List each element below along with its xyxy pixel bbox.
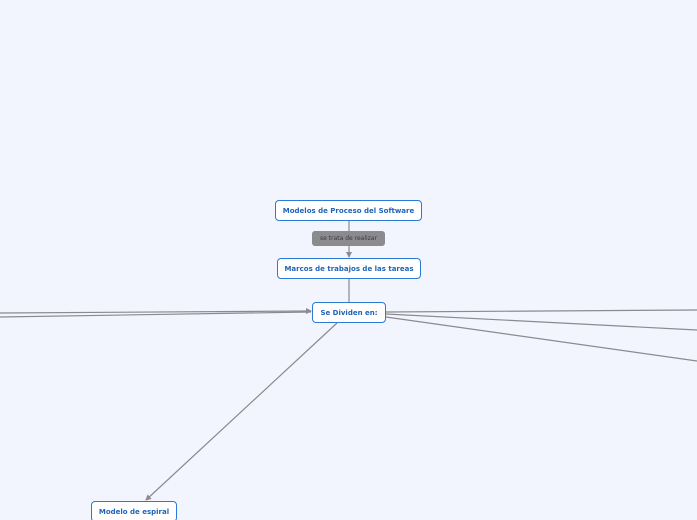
connector-dividen-espiral xyxy=(145,322,338,501)
connector-left-2 xyxy=(0,311,312,318)
node-modelo-espiral[interactable]: Modelo de espiral xyxy=(91,501,177,520)
connector-left-1 xyxy=(0,308,312,315)
node-dividen-text: Se Dividen en: xyxy=(320,308,378,317)
node-root-text: Modelos de Proceso del Software xyxy=(282,206,415,215)
node-root-modelos-proceso-software[interactable]: Modelos de Proceso del Software xyxy=(275,200,422,221)
connector-right-1 xyxy=(385,309,697,313)
node-espiral-text: Modelo de espiral xyxy=(98,507,170,516)
node-marcos-trabajos-tareas[interactable]: Marcos de trabajos de las tareas xyxy=(277,258,421,279)
node-se-dividen-en[interactable]: Se Dividen en: xyxy=(312,302,386,323)
connector-right-2 xyxy=(385,313,697,331)
link-label-se-trata-de-realizar[interactable]: se trata de realizar xyxy=(312,231,385,246)
node-marcos-text: Marcos de trabajos de las tareas xyxy=(284,264,414,273)
link-label-text: se trata de realizar xyxy=(320,235,377,242)
connector-right-3 xyxy=(385,316,697,362)
